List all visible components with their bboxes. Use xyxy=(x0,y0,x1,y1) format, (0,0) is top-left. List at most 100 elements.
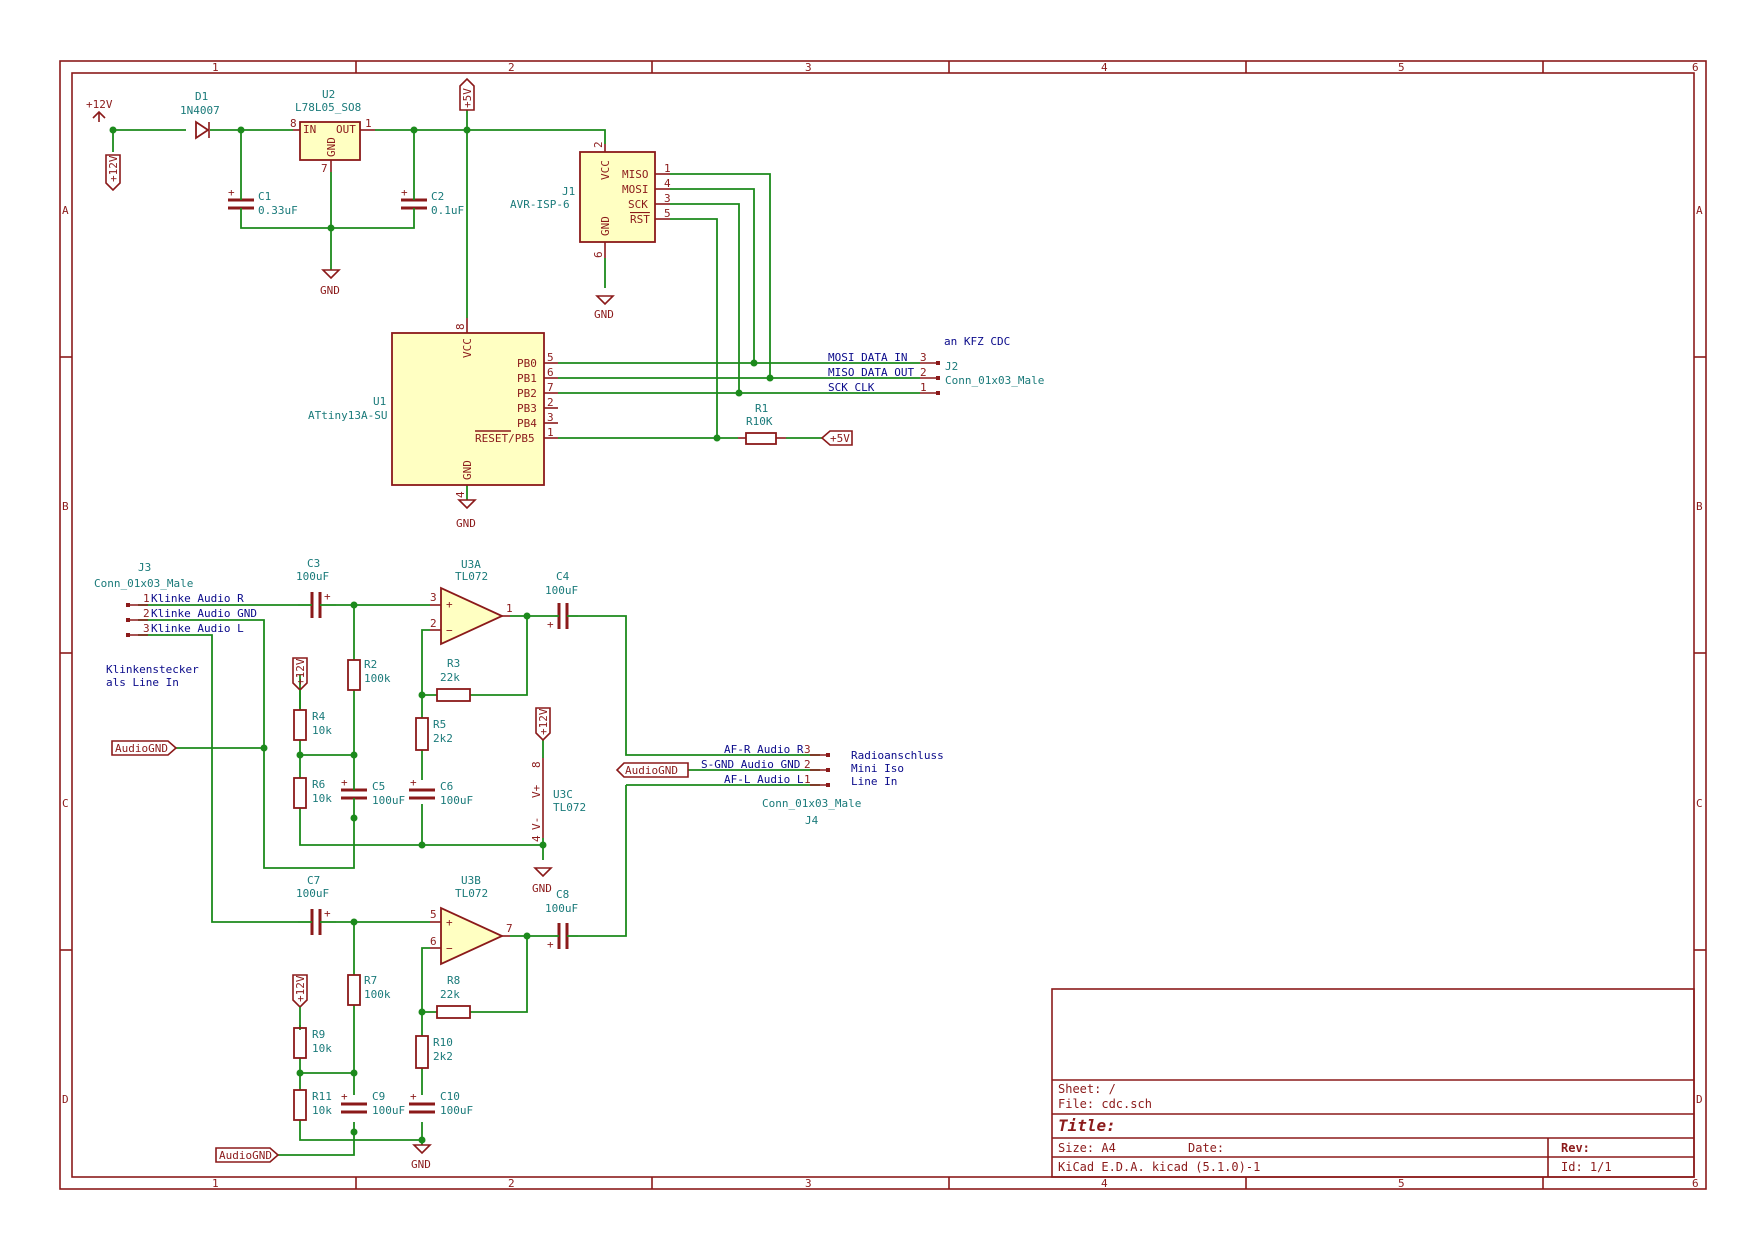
u2-pin-num-7: 7 xyxy=(321,162,328,175)
col-label-top-4: 4 xyxy=(1101,61,1108,74)
audiognd-left-text: AudioGND xyxy=(115,742,168,755)
col-label-bottom-5: 5 xyxy=(1398,1177,1405,1190)
col-label-bottom-3: 3 xyxy=(805,1177,812,1190)
j1-pin-vcc: VCC xyxy=(599,160,612,180)
u1-pin-gnd: GND xyxy=(461,460,474,480)
gnd-label-j1: GND xyxy=(594,308,614,321)
u1-pin-num-6: 6 xyxy=(547,366,554,379)
j2-ref: J2 xyxy=(945,360,958,373)
j2-value: Conn_01x03_Male xyxy=(945,374,1044,387)
row-label-right-a: A xyxy=(1696,204,1703,217)
c7-ref: C7 xyxy=(307,874,320,887)
u1-pin-num-3: 3 xyxy=(547,411,554,424)
r2-ref: R2 xyxy=(364,658,377,671)
j2-pin-num-2: 2 xyxy=(920,366,927,379)
u1-pin-num-7: 7 xyxy=(547,381,554,394)
r7-value: 100k xyxy=(364,988,391,1001)
svg-text:+: + xyxy=(547,938,554,951)
svg-text:−: − xyxy=(446,624,453,637)
j4-net-af-r: AF-R Audio R xyxy=(724,743,804,756)
u2-value: L78L05_SO8 xyxy=(295,101,361,114)
c2-value: 0.1uF xyxy=(431,204,464,217)
u1-pin-num-4: 4 xyxy=(454,491,467,498)
svg-text:+: + xyxy=(228,186,235,199)
j1-pin-num-1: 1 xyxy=(664,162,671,175)
resistor-r6: R6 10k xyxy=(293,777,332,809)
j1-value: AVR-ISP-6 xyxy=(510,198,570,211)
power-12v-flag-r4: +12V xyxy=(292,657,308,710)
regulator-u2: U2 L78L05_SO8 IN OUT GND 8 1 7 xyxy=(290,88,375,175)
power-5v-flag-r1-label: +5V xyxy=(830,432,850,445)
row-label-left-c: C xyxy=(62,797,69,810)
resistor-r10: R10 2k2 xyxy=(415,1035,453,1069)
r2-value: 100k xyxy=(364,672,391,685)
power-12v-input: +12V +12V xyxy=(86,98,121,192)
u3b-pin-num-6: 6 xyxy=(430,935,437,948)
j1-pin-miso: MISO xyxy=(622,168,649,181)
c5-value: 100uF xyxy=(372,794,405,807)
svg-text:+: + xyxy=(401,186,408,199)
u1-pin-num-5: 5 xyxy=(547,351,554,364)
r1-value: R10K xyxy=(746,415,773,428)
c8-ref: C8 xyxy=(556,888,569,901)
u2-pin-num-1: 1 xyxy=(365,117,372,130)
power-12v-flag-r4-label: +12V xyxy=(294,658,307,685)
r10-ref: R10 xyxy=(433,1036,453,1049)
gnd-symbol-regulator: GND xyxy=(320,269,341,297)
svg-text:+: + xyxy=(446,598,453,611)
power-12v-flag-label: +12V xyxy=(107,155,120,182)
j1-pin-sck: SCK xyxy=(628,198,648,211)
connector-j3: J3 Conn_01x03_Male 1 2 3 Klinke Audio R … xyxy=(94,561,257,689)
d1-value: 1N4007 xyxy=(180,104,220,117)
col-label-top-1: 1 xyxy=(212,61,219,74)
u1-pin-pb0: PB0 xyxy=(517,357,537,370)
title-id: Id: 1/1 xyxy=(1561,1160,1612,1174)
j1-pin-num-2: 2 xyxy=(592,141,605,148)
u3a-pin-num-1: 1 xyxy=(506,602,513,615)
r8-value: 22k xyxy=(440,988,460,1001)
col-label-top-6: 6 xyxy=(1692,61,1699,74)
col-label-bottom-1: 1 xyxy=(212,1177,219,1190)
c4-value: 100uF xyxy=(545,584,578,597)
r11-ref: R11 xyxy=(312,1090,332,1103)
power-5v-flag-label: +5V xyxy=(461,88,474,108)
r4-ref: R4 xyxy=(312,710,326,723)
r7-ref: R7 xyxy=(364,974,377,987)
u2-pin-out: OUT xyxy=(336,123,356,136)
j1-ref: J1 xyxy=(562,185,575,198)
u1-value: ATtiny13A-SU xyxy=(308,409,387,422)
gnd-label-u3c: GND xyxy=(532,882,552,895)
capacitor-c8: + C8 100uF xyxy=(545,888,578,951)
u1-pin-num-1: 1 xyxy=(547,426,554,439)
power-12v-flag-r9-label: +12V xyxy=(294,975,307,1002)
u3a-pin-num-3: 3 xyxy=(430,591,437,604)
audiognd-label-left: AudioGND xyxy=(111,740,178,756)
r5-value: 2k2 xyxy=(433,732,453,745)
audiognd-middle-text: AudioGND xyxy=(625,764,678,777)
u3c-pin-num-8: 8 xyxy=(530,761,543,768)
c2-ref: C2 xyxy=(431,190,444,203)
u1-pin-num-2: 2 xyxy=(547,396,554,409)
j4-net-af-l: AF-L Audio L xyxy=(724,773,804,786)
j2-net-mosi: MOSI DATA IN xyxy=(828,351,907,364)
j3-note-line1: Klinkenstecker xyxy=(106,663,199,676)
svg-text:+: + xyxy=(324,907,331,920)
r1-ref: R1 xyxy=(755,402,768,415)
r6-value: 10k xyxy=(312,792,332,805)
title-sheet: Sheet: / xyxy=(1058,1082,1116,1096)
u3c-vminus: V- xyxy=(530,817,543,830)
j3-ref: J3 xyxy=(138,561,151,574)
row-label-right-c: C xyxy=(1696,797,1703,810)
j3-net-audio-l: Klinke Audio L xyxy=(151,622,244,635)
audiognd-label-bottom: AudioGND xyxy=(215,1147,280,1163)
col-label-bottom-6: 6 xyxy=(1692,1177,1699,1190)
j4-note-line1: Radioanschluss xyxy=(851,749,944,762)
c9-ref: C9 xyxy=(372,1090,385,1103)
col-label-bottom-4: 4 xyxy=(1101,1177,1108,1190)
col-label-top-5: 5 xyxy=(1398,61,1405,74)
svg-text:+: + xyxy=(410,776,417,789)
u1-pin-pb3: PB3 xyxy=(517,402,537,415)
u3b-value: TL072 xyxy=(455,887,488,900)
c4-ref: C4 xyxy=(556,570,570,583)
